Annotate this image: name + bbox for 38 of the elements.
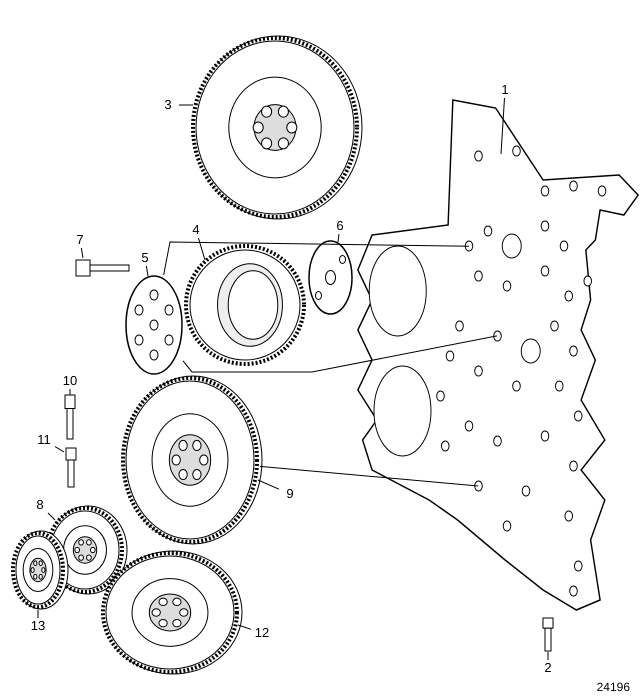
leader-line <box>238 624 252 630</box>
flywheel-drawing <box>190 35 360 220</box>
bolt-drawing <box>62 395 78 440</box>
gear-wheel-drawing <box>100 550 240 675</box>
leader-line <box>48 512 56 520</box>
cover-plate-drawing <box>355 96 640 614</box>
leader-line <box>178 104 194 106</box>
leader-line <box>80 248 84 258</box>
callout-number: 11 <box>33 432 55 448</box>
alignment-line <box>260 466 479 487</box>
leader-line <box>198 238 206 260</box>
callout-number: 7 <box>69 232 91 248</box>
callout-number: 10 <box>59 373 81 389</box>
leader-line <box>500 98 505 154</box>
callout-number: 6 <box>329 218 351 234</box>
gear-wheel-drawing <box>120 375 260 545</box>
leader-line <box>258 480 280 490</box>
callout-number: 8 <box>29 497 51 513</box>
leader-line <box>338 234 340 242</box>
callout-number: 12 <box>251 625 273 641</box>
hub-disc-drawing <box>125 275 183 375</box>
callout-number: 2 <box>537 660 559 676</box>
bolt-drawing <box>64 448 78 488</box>
drawing-number: 24196 <box>596 680 630 694</box>
alignment-line <box>163 242 470 276</box>
alignment-line <box>182 335 498 372</box>
bolt-drawing <box>75 258 130 278</box>
callout-number: 4 <box>185 222 207 238</box>
callout-number: 9 <box>279 486 301 502</box>
gasket-drawing <box>308 240 353 315</box>
leader-line <box>146 266 148 276</box>
gear-wheel-drawing <box>10 530 66 610</box>
leader-line <box>54 446 64 452</box>
callout-number: 5 <box>134 250 156 266</box>
callout-number: 13 <box>27 618 49 634</box>
ring-gear-drawing <box>185 245 305 365</box>
callout-number: 1 <box>494 82 516 98</box>
callout-number: 3 <box>157 97 179 113</box>
